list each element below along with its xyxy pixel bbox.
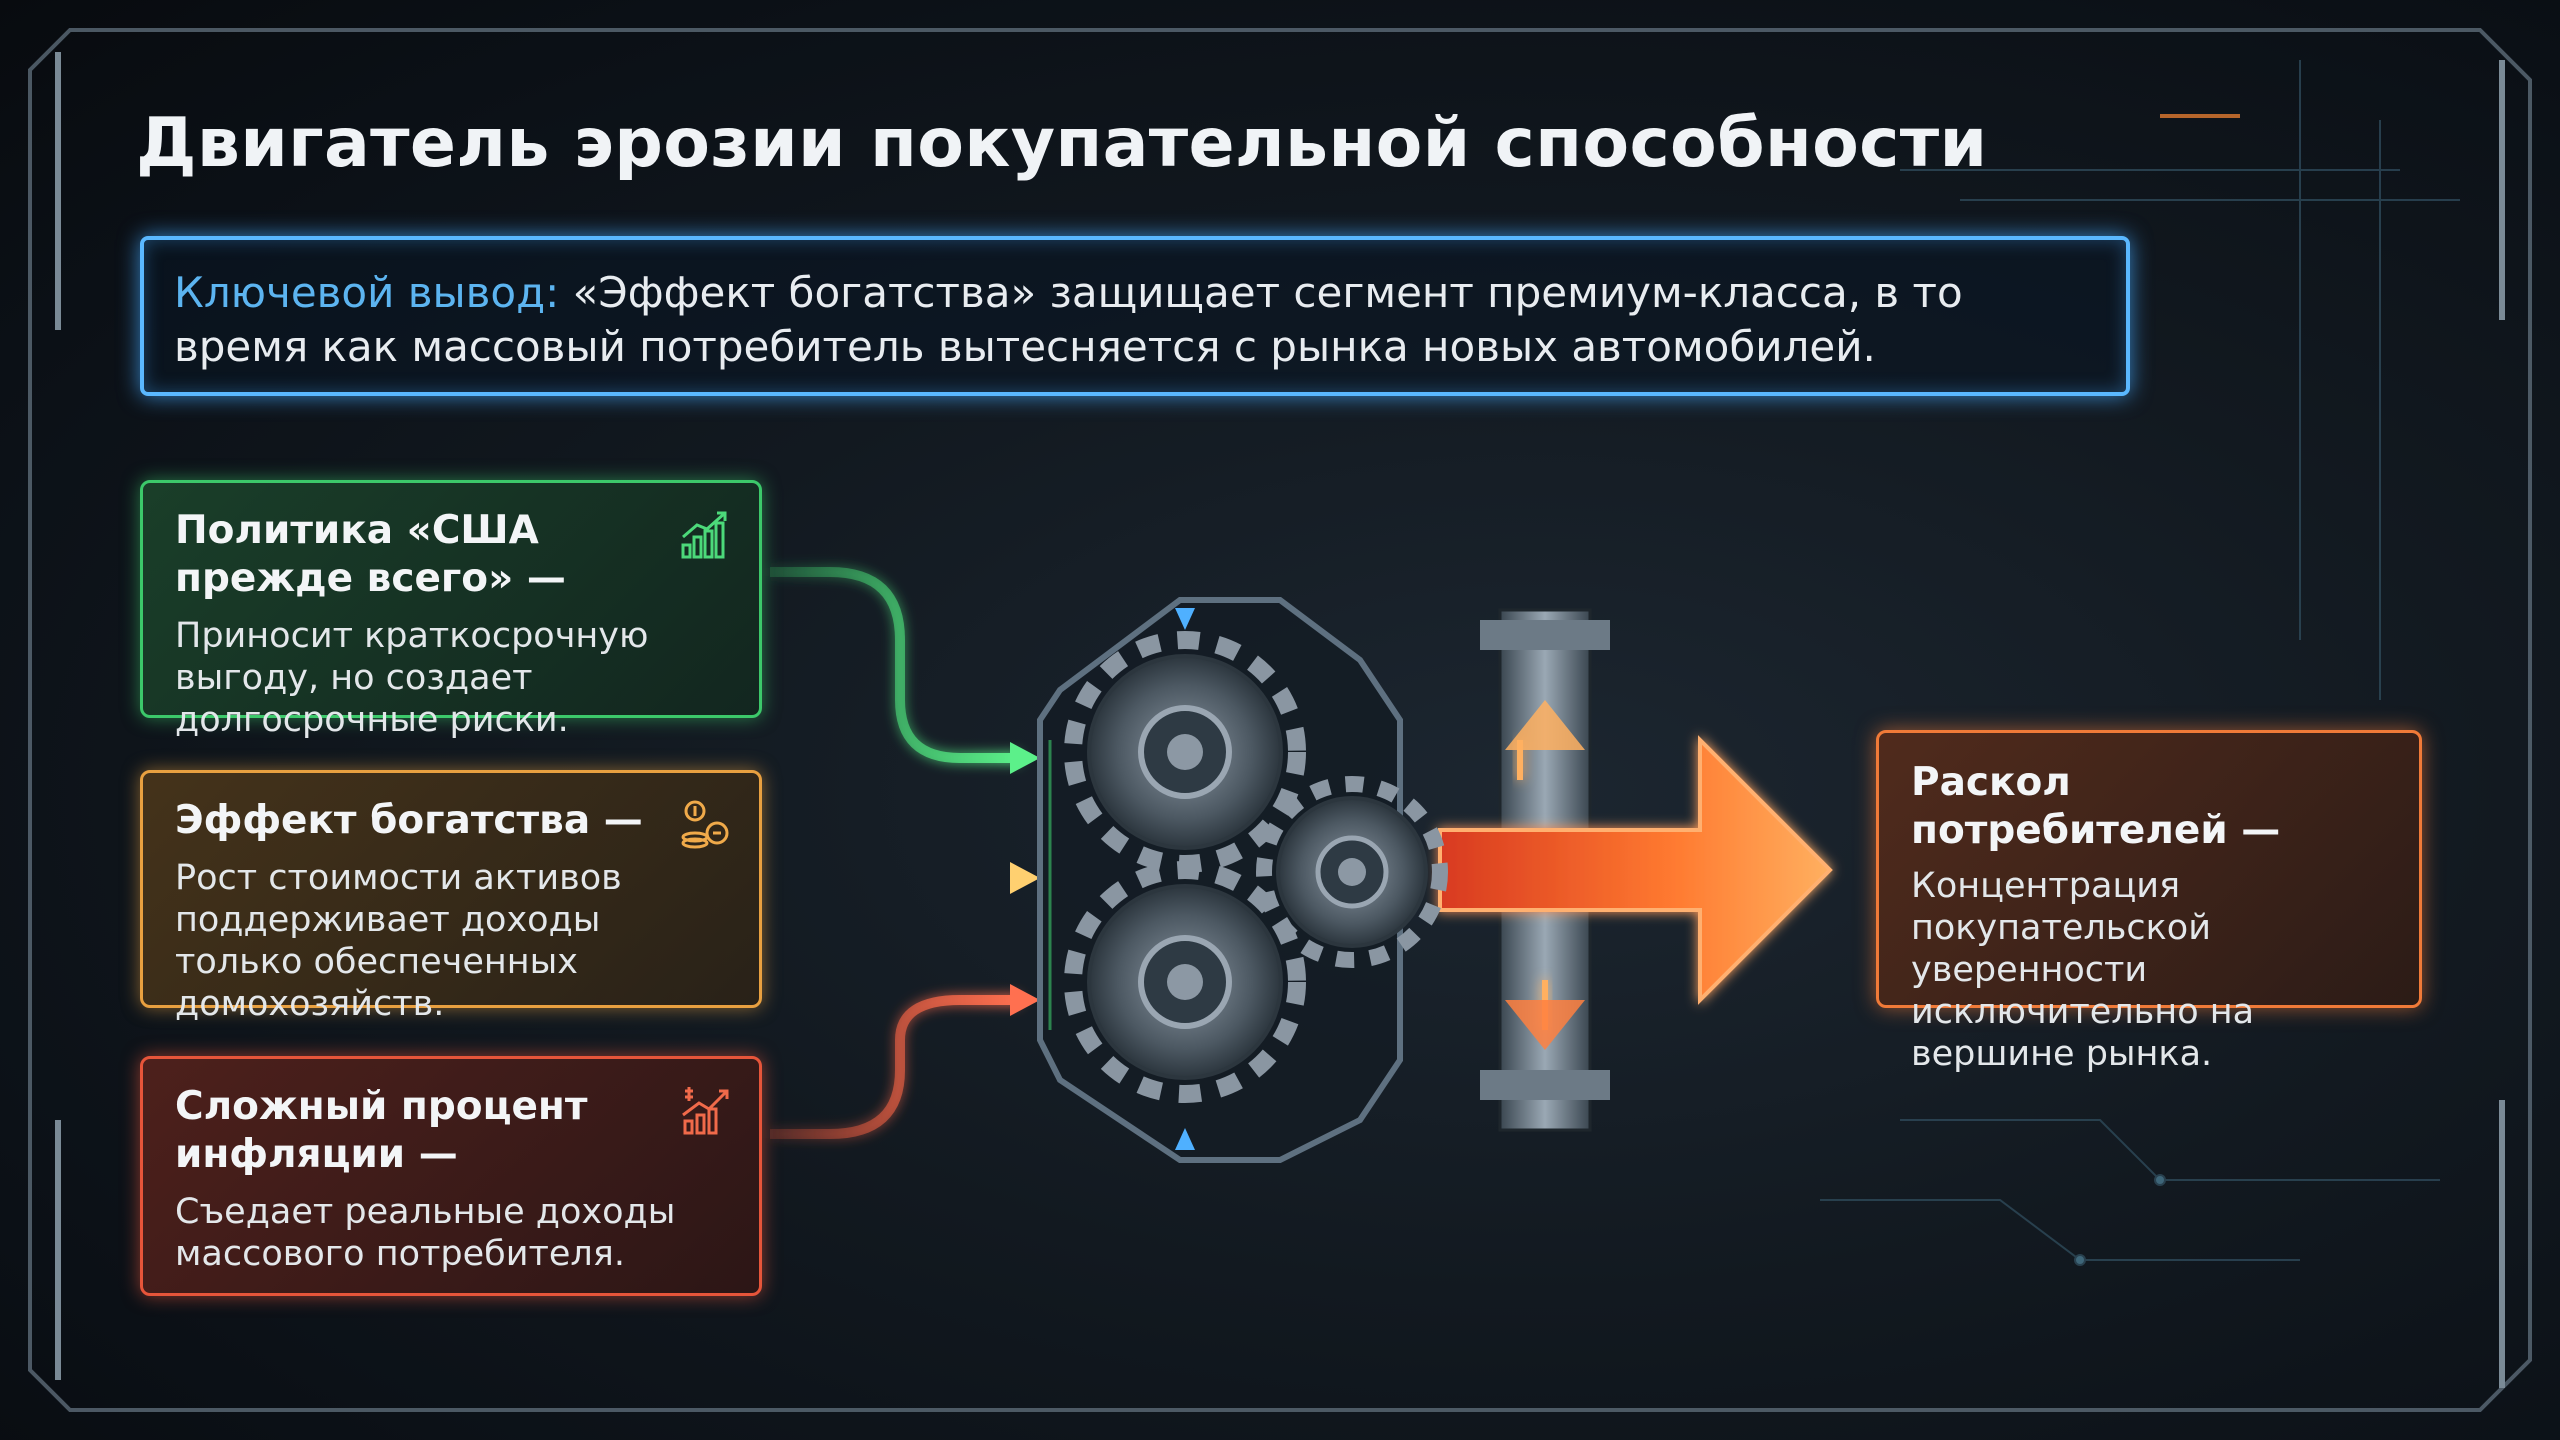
red-flow-line xyxy=(770,995,1020,1139)
input-card-america-first: Политика «США прежде всего» — Приносит к… xyxy=(140,480,762,740)
input-card-body: Съедает реальные доходы массового потреб… xyxy=(175,1192,676,1274)
gear-right xyxy=(1256,776,1448,968)
engine-markers xyxy=(1175,608,1195,1150)
key-insight-box: Ключевой вывод: «Эффект богатства» защищ… xyxy=(140,236,2130,396)
page-title: Двигатель эрозии покупательной способнос… xyxy=(136,104,1988,183)
input-card-heading: Эффект богатства — xyxy=(175,798,643,843)
input-card-inflation: Сложный процент инфляции — Съедает реаль… xyxy=(140,1056,762,1296)
green-flow-line xyxy=(770,567,1020,763)
coins-icon xyxy=(681,800,729,849)
input-card-heading: Политика «США прежде всего» — xyxy=(175,508,566,601)
output-card-body: Концентрация покупательской уверенности … xyxy=(1911,866,2255,1074)
output-card-consumer-split: Раскол потребителей — Концентрация покуп… xyxy=(1876,730,2422,1074)
key-insight-text: «Эффект богатства» защищает сегмент прем… xyxy=(174,268,1963,371)
circuit-lines xyxy=(1820,60,2460,1266)
input-card-body: Приносит краткосрочную выгоду, но создае… xyxy=(175,616,649,740)
output-arrow xyxy=(1438,735,1833,1005)
key-insight-label: Ключевой вывод: xyxy=(174,268,560,317)
inflation-chart-icon xyxy=(682,1087,729,1135)
screen-frame xyxy=(28,28,2532,1412)
input-flows xyxy=(770,567,1020,1139)
input-arrowheads xyxy=(1010,742,1040,1016)
input-card-wealth-effect: Эффект богатства — Рост стоимости активо… xyxy=(140,770,762,1024)
gear-bottom xyxy=(1064,861,1306,1103)
output-card-heading: Раскол потребителей — xyxy=(1911,760,2281,853)
rising-bar-chart-icon xyxy=(681,511,727,559)
input-card-heading: Сложный процент инфляции — xyxy=(175,1084,588,1177)
input-card-body: Рост стоимости активов поддерживает дохо… xyxy=(175,858,622,1024)
